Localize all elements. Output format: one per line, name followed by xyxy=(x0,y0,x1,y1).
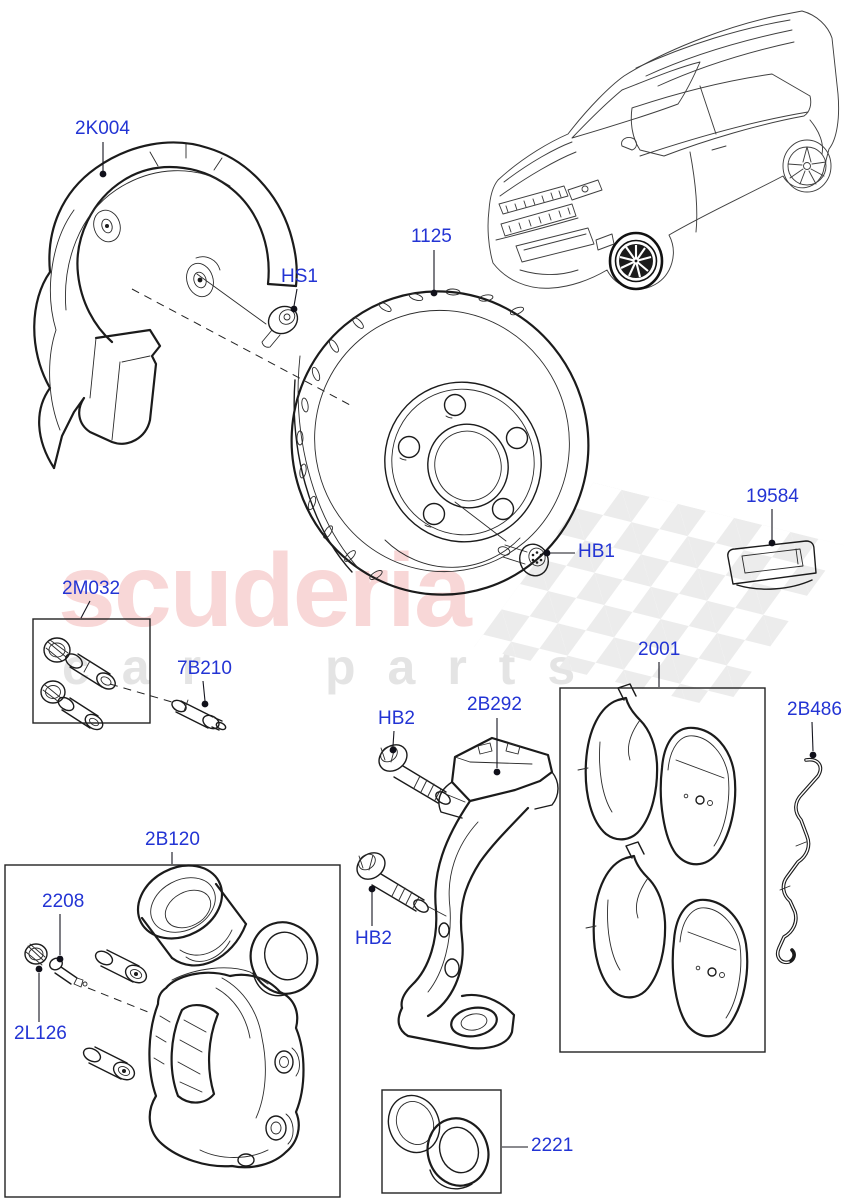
part-label-19584[interactable]: 19584 xyxy=(746,486,799,507)
part-label-2221[interactable]: 2221 xyxy=(531,1135,574,1156)
part-label-2001[interactable]: 2001 xyxy=(638,639,681,660)
rear-wheel xyxy=(782,139,832,193)
caliper-kit xyxy=(4,864,341,1198)
brake-pad-face xyxy=(659,726,737,866)
brake-disc xyxy=(290,288,590,596)
caliper-piston xyxy=(136,864,248,967)
leader-lines xyxy=(35,142,817,1148)
shield-screw-hs1 xyxy=(261,305,299,348)
piston-seal xyxy=(249,921,319,997)
brake-pad-side xyxy=(577,683,659,841)
part-label-1125[interactable]: 1125 xyxy=(411,226,452,247)
brake-pad-side xyxy=(585,841,667,999)
part-label-2M032[interactable]: 2M032 xyxy=(62,578,121,599)
bleed-screw xyxy=(49,957,88,988)
carrier-bolt-hb2-lower xyxy=(356,852,429,913)
bleed-screw-cap xyxy=(24,943,48,966)
part-label-HB2-lower[interactable]: HB2 xyxy=(355,928,392,949)
watermark-brand: scuderia xyxy=(58,533,472,649)
guide-pin-kit xyxy=(32,618,173,731)
caliper-housing xyxy=(148,967,305,1169)
part-label-HS1[interactable]: HS1 xyxy=(281,266,318,287)
pad-retaining-clip xyxy=(775,757,823,965)
part-label-2B486[interactable]: 2B486 xyxy=(787,699,842,720)
guide-bush xyxy=(94,949,148,984)
part-label-HB2-upper[interactable]: HB2 xyxy=(378,708,415,729)
part-label-2B292[interactable]: 2B292 xyxy=(467,694,522,715)
guide-pin xyxy=(171,699,227,731)
front-wheel-highlighted xyxy=(608,231,664,291)
part-label-7B210[interactable]: 7B210 xyxy=(177,658,232,679)
part-label-2208[interactable]: 2208 xyxy=(42,891,85,912)
brake-pad-face xyxy=(671,898,749,1038)
carrier-bolt-hb2-upper xyxy=(378,744,451,805)
disc-retaining-bolt-hb1 xyxy=(497,543,549,577)
brake-dust-shield xyxy=(33,141,353,470)
part-label-2K004[interactable]: 2K004 xyxy=(75,118,130,139)
seal-kit xyxy=(381,1089,502,1194)
guide-bush xyxy=(82,1046,136,1081)
part-label-HB1[interactable]: HB1 xyxy=(578,541,615,562)
part-label-2L126[interactable]: 2L126 xyxy=(14,1023,67,1044)
vehicle-illustration xyxy=(487,10,840,291)
brake-pad-kit xyxy=(559,683,766,1053)
brake-pad-shim xyxy=(727,540,817,590)
caliper-carrier-bracket xyxy=(397,736,559,1050)
part-label-2B120[interactable]: 2B120 xyxy=(145,829,200,850)
